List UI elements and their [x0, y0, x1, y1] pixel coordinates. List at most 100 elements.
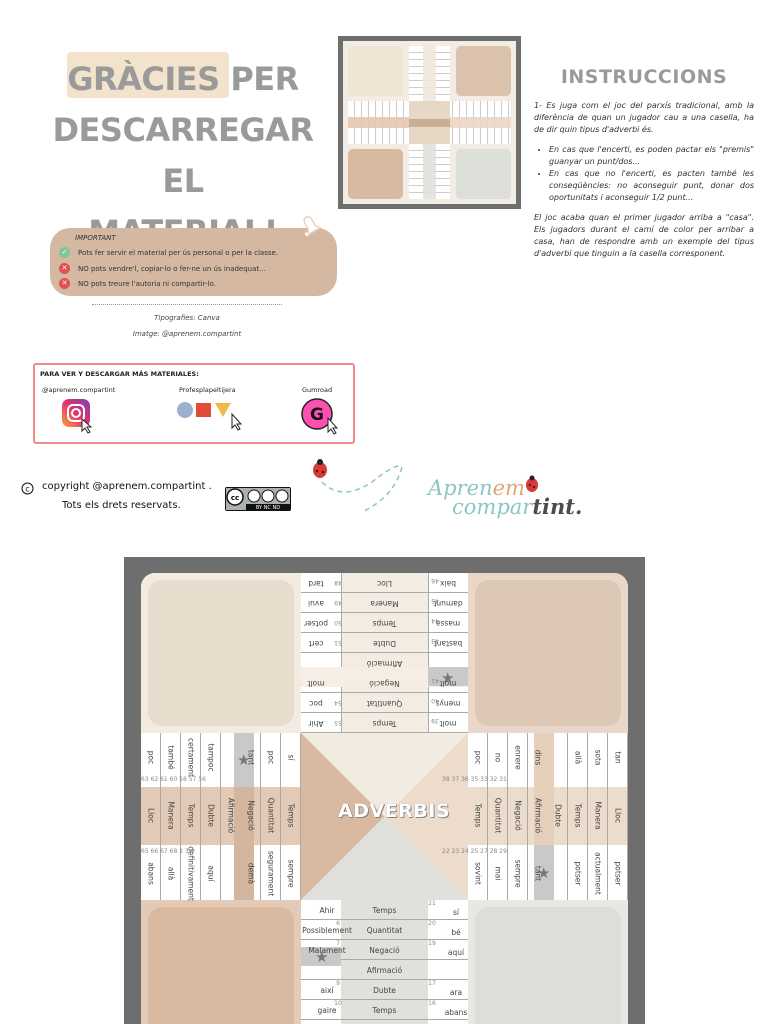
board-cell-number: 43: [431, 637, 439, 644]
board-cell-text: Dubte: [373, 639, 396, 648]
copyright-line1: copyright @aprenem.compartint .: [42, 481, 212, 492]
board-cell-text: Temps: [573, 803, 583, 828]
board-cell-text: Lloc: [146, 808, 156, 823]
copyright-icon: c: [21, 482, 34, 495]
svg-text:cc: cc: [231, 494, 239, 502]
board-cell-text: poc: [266, 750, 276, 765]
board-cell-number: 51: [334, 639, 342, 646]
board-cell-number: 65 66 67 68 2 3 4: [141, 848, 195, 855]
bell-icon: [303, 216, 322, 237]
board-inner: ★ ★ ★ ★: [141, 573, 628, 1024]
board-cell-text: Afirmació: [226, 797, 236, 834]
board-cell-text: Afirmació: [366, 966, 403, 975]
board-cell-number: 38 37 36 35 33 32 31: [442, 776, 507, 783]
instructions-list: En cas que l'encerti, es poden pactar el…: [534, 144, 754, 204]
board-cell-text: dins: [533, 749, 543, 766]
board-cell-number: 44: [431, 617, 439, 624]
board-cell-number: 48: [334, 579, 342, 586]
board-cell-text: tant: [246, 749, 256, 766]
board-cell-text: allà: [573, 750, 583, 765]
important-item: ✕ NO pots vendre'l, copiar-lo o fer-ne u…: [59, 263, 266, 274]
instagram-link-label[interactable]: @aprenem.compartint: [42, 386, 116, 394]
board-cell-text: Quantitat: [493, 797, 503, 834]
important-box: [50, 228, 337, 296]
board-cell-text: Manera: [593, 801, 603, 830]
board-cell-number: 46: [431, 577, 439, 584]
board-cell-number: 50: [334, 619, 342, 626]
ladybug-icon: [526, 475, 538, 492]
cross-icon: ✕: [59, 263, 70, 274]
cross-icon: ✕: [59, 278, 70, 289]
star-icon: ★: [537, 864, 551, 882]
board-cell-text: Negació: [513, 800, 523, 831]
board-cell-text: certament: [186, 738, 196, 777]
svg-text:c: c: [25, 485, 29, 494]
board-cell-text: tard: [308, 579, 324, 588]
board-cell-text: sota: [593, 749, 603, 766]
title-line1-rest: PER: [219, 60, 299, 98]
board-cell-text: molt: [307, 679, 325, 688]
important-item: ✓ Pots fer servir el material per ús per…: [59, 247, 278, 258]
board-cell-number: 16: [428, 1000, 436, 1007]
board-cell-number: 17: [428, 980, 436, 987]
star-icon: ★: [237, 751, 251, 769]
board-cell-text: sempre: [286, 859, 296, 888]
board-cell-text: poc: [146, 750, 156, 765]
board-cell-number: 10: [334, 1000, 342, 1007]
instructions-ending: El joc acaba quan el primer jugador arri…: [534, 213, 754, 258]
board-cell-number: 22 23 24 25 27 28 29: [442, 848, 507, 855]
board-cell-text: ara: [449, 988, 463, 997]
logo-line2: compartint.: [452, 494, 583, 519]
board-cell-text: potser: [304, 619, 328, 628]
board-cell-text: abans: [444, 1008, 468, 1017]
board-cell-text: Manera: [166, 801, 176, 830]
board-cell-text: segurament: [266, 850, 276, 897]
board-cell-text: Ahir: [319, 906, 335, 915]
board-cell-text: tampoc: [206, 743, 216, 772]
board-cell-text: Dubte: [553, 804, 563, 827]
cc-license-text: BY NC ND: [256, 505, 280, 511]
board-cell-number: 40: [431, 697, 439, 704]
board-cell-text: no: [493, 752, 503, 763]
instructions-title: INSTRUCCIONS: [560, 66, 728, 88]
board-cell-text: Negació: [369, 679, 400, 688]
board-cell-text: Temps: [186, 803, 196, 828]
svg-text:G: G: [310, 405, 324, 425]
board-cell-number: 6: [336, 920, 340, 927]
board-cell-text: sí: [286, 754, 296, 761]
board-cell-text: Temps: [286, 803, 296, 828]
star-icon: ★: [315, 948, 329, 966]
board-cell-text: Temps: [372, 619, 397, 628]
board-cell-text: Malament: [308, 946, 346, 955]
profes-link-label[interactable]: Profesplapeltijera: [179, 386, 236, 394]
board-cell-number: 63 62 61 60 58 57 56: [141, 776, 206, 783]
board-cell-text: avui: [308, 599, 324, 608]
board-cell-text: tan: [613, 751, 623, 764]
materials-heading: PARA VER Y DESCARGAR MÁS MATERIALES:: [40, 370, 199, 378]
board-cell-number: 55: [334, 719, 342, 726]
shapes-icon[interactable]: [176, 400, 248, 432]
board-cell-number: 9: [336, 980, 340, 987]
instructions-intro: 1- Es juga com el joc del parxís tradici…: [534, 101, 754, 134]
board-cell-number: 49: [334, 599, 342, 606]
board-cell-text: Ahir: [308, 719, 324, 728]
board-cell-text: Dubte: [206, 804, 216, 827]
check-icon: ✓: [59, 247, 70, 258]
instagram-icon[interactable]: [60, 397, 98, 435]
board-cell-number: 7: [336, 940, 340, 947]
board-cell-number: 39: [431, 717, 439, 724]
board-cell-text: bé: [451, 928, 461, 937]
board-cell-number: 19: [428, 940, 436, 947]
title-line2: DESCARREGAR EL: [52, 111, 314, 200]
gumroad-link-label[interactable]: Gumroad: [302, 386, 333, 394]
image-credit: Imatge: @aprenem.compartint: [132, 330, 242, 338]
cc-license-badge: cc BY NC ND: [225, 487, 291, 511]
board-center-label: ADVERBIS: [338, 800, 451, 822]
board-cell-text: Negació: [369, 946, 400, 955]
list-item: En cas que no l'encerti, es pacten també…: [549, 168, 754, 204]
gumroad-icon[interactable]: G: [301, 398, 347, 436]
board-cell-number: 20: [428, 920, 436, 927]
board-cell-text: potser: [573, 861, 583, 886]
board-cell-text: Negació: [246, 800, 256, 831]
board-cell-text: Afirmació: [366, 659, 403, 668]
